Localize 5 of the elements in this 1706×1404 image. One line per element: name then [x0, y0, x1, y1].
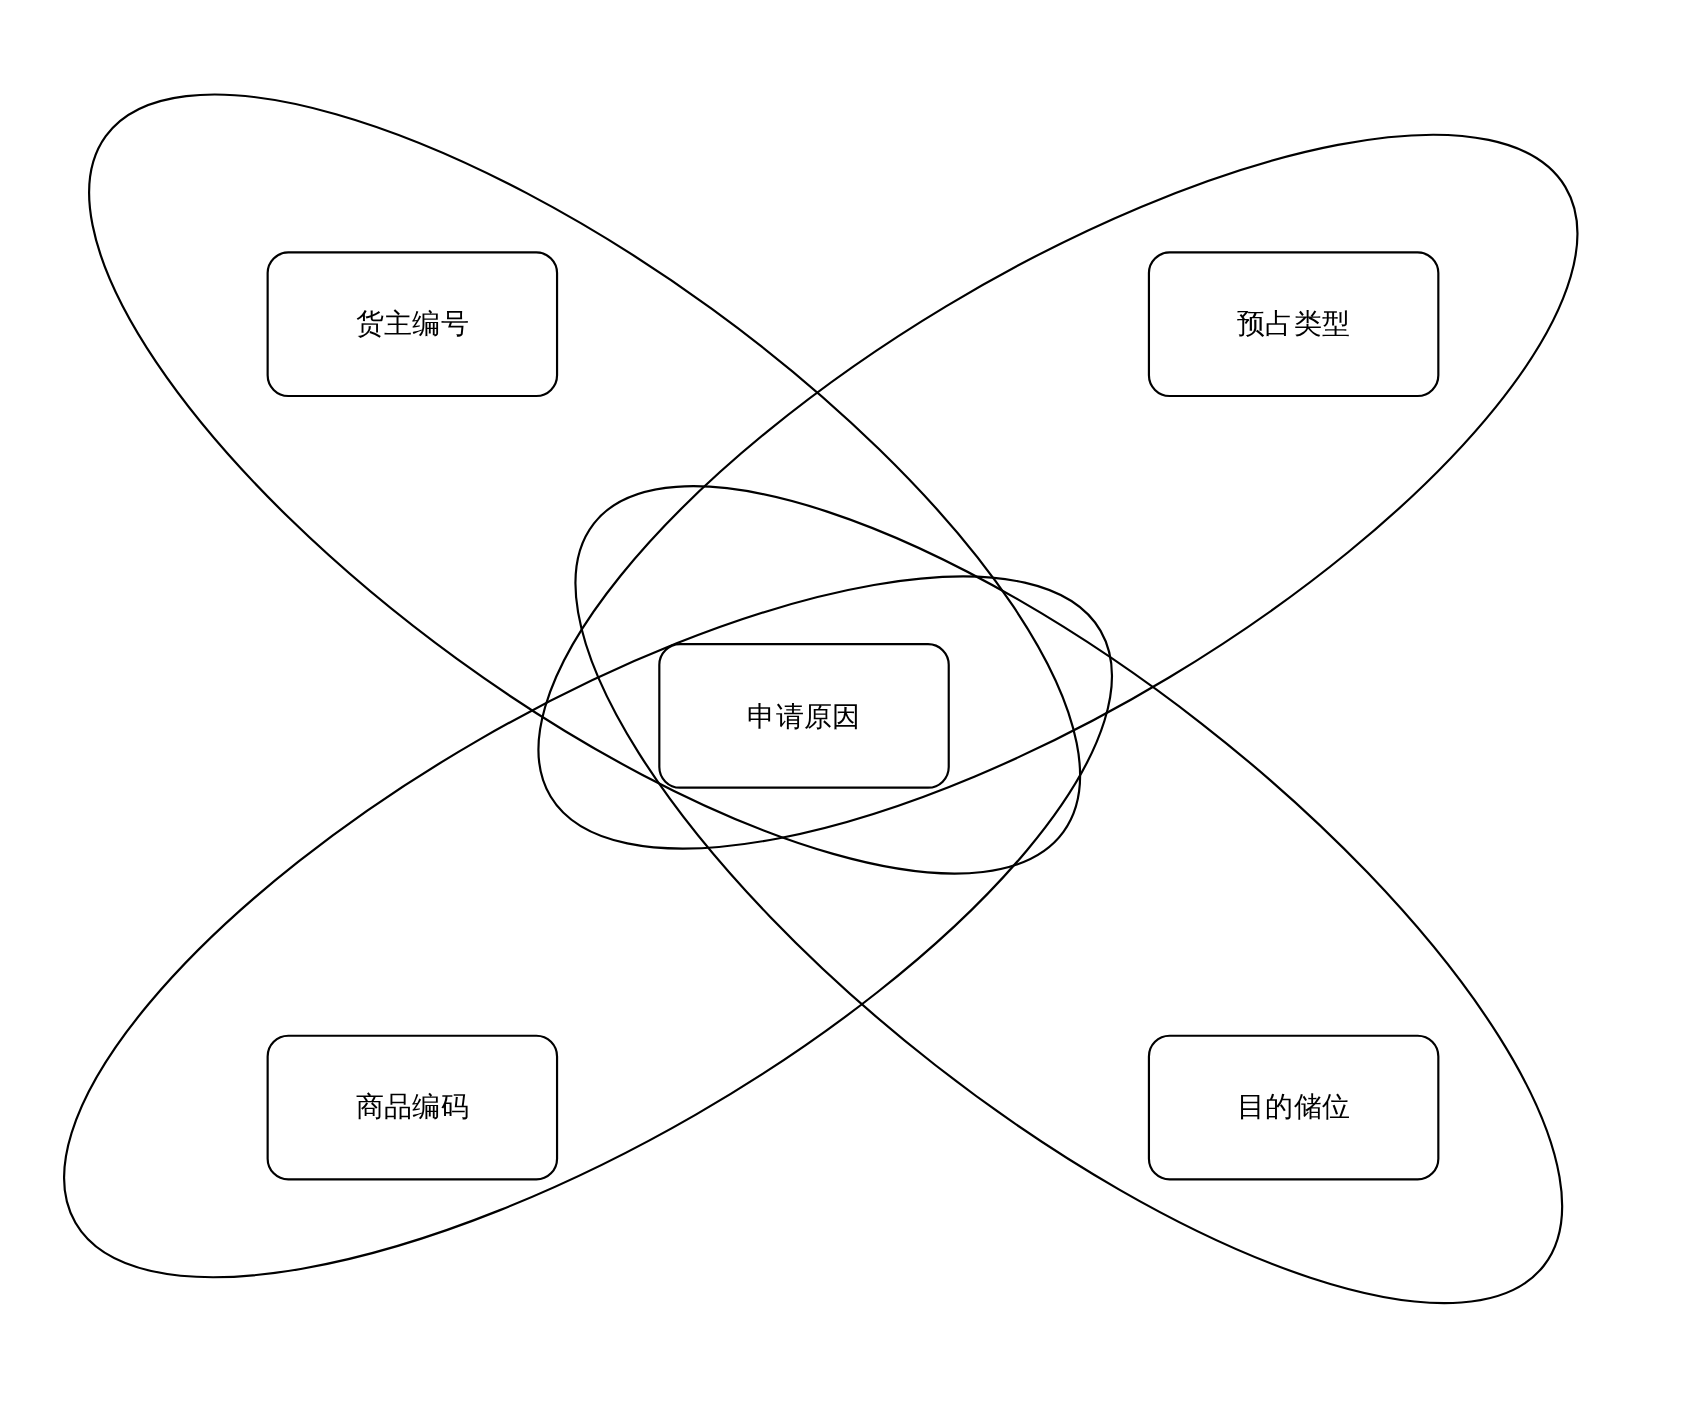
category-box: 商品编码	[266, 1034, 559, 1181]
category-box: 申请原因	[658, 643, 950, 789]
category-box: 目的储位	[1147, 1034, 1440, 1181]
category-box: 预占类型	[1147, 251, 1440, 398]
category-box: 货主编号	[266, 251, 559, 398]
